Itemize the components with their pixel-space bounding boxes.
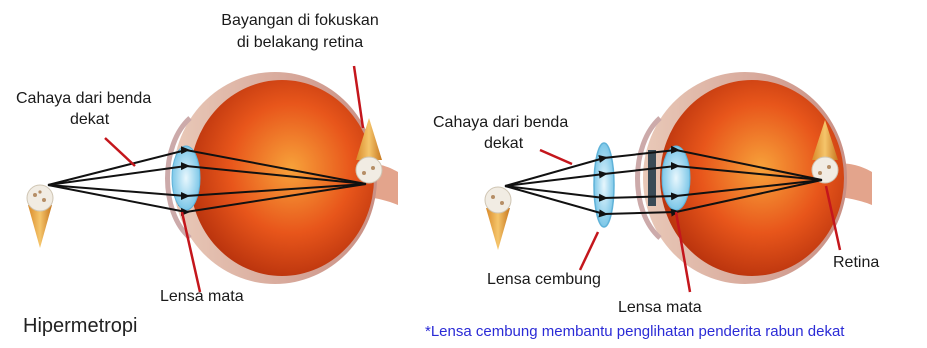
footnote: *Lensa cembung membantu penglihatan pend… bbox=[425, 323, 844, 340]
right-object-cone bbox=[485, 187, 511, 250]
left-label-image-line1: Bayangan di fokuskan bbox=[200, 11, 400, 31]
right-label-light-line2: dekat bbox=[484, 134, 523, 154]
right-label-convex-lens: Lensa cembung bbox=[487, 270, 601, 290]
left-label-light-line1: Cahaya dari benda bbox=[16, 89, 151, 109]
left-eyeball bbox=[190, 80, 374, 276]
right-eye-lens bbox=[662, 146, 690, 210]
left-label-image-line2: di belakang retina bbox=[200, 33, 400, 53]
right-pointer-light bbox=[540, 150, 572, 164]
right-label-light-line1: Cahaya dari benda bbox=[433, 113, 568, 133]
left-eye-lens bbox=[172, 146, 200, 210]
left-label-lens: Lensa mata bbox=[160, 287, 244, 307]
right-pointer-convex bbox=[580, 232, 598, 270]
left-object-cone bbox=[27, 185, 53, 248]
left-pointer-light bbox=[105, 138, 135, 166]
left-label-light-line2: dekat bbox=[70, 110, 109, 130]
right-label-retina: Retina bbox=[833, 253, 879, 273]
right-label-lens: Lensa mata bbox=[618, 298, 702, 318]
caption-hipermetropi: Hipermetropi bbox=[23, 315, 137, 338]
